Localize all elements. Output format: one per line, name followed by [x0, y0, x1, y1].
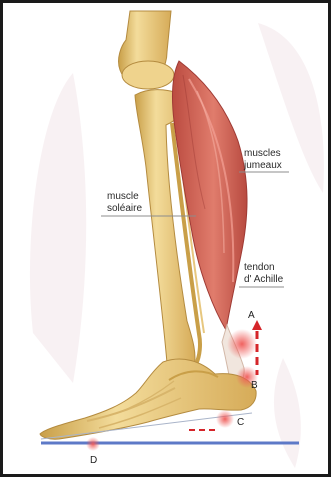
gastrocnemius-label-line-1: muscles: [244, 148, 282, 160]
achilles-label-line-1: tendon: [244, 262, 283, 274]
gastrocnemius-label-line-2: jumeaux: [244, 160, 282, 172]
soleus-label-line-1: muscle: [107, 191, 142, 203]
marker-a: [227, 329, 257, 359]
gastrocnemius-label: muscles jumeaux: [244, 148, 282, 172]
point-c-label: C: [237, 417, 244, 429]
marker-d: [86, 437, 100, 451]
achilles-label-line-2: d' Achille: [244, 274, 283, 286]
point-d-label: D: [90, 455, 97, 467]
achilles-label: tendon d' Achille: [244, 262, 283, 286]
femur: [119, 11, 174, 89]
leg-anatomy-diagram: [3, 3, 328, 474]
point-a-label: A: [248, 310, 255, 322]
calf-muscles: [172, 61, 247, 330]
soleus-label-line-2: soléaire: [107, 203, 142, 215]
soleus-label: muscle soléaire: [107, 191, 142, 215]
point-b-label: B: [251, 380, 258, 392]
marker-c: [216, 410, 234, 428]
